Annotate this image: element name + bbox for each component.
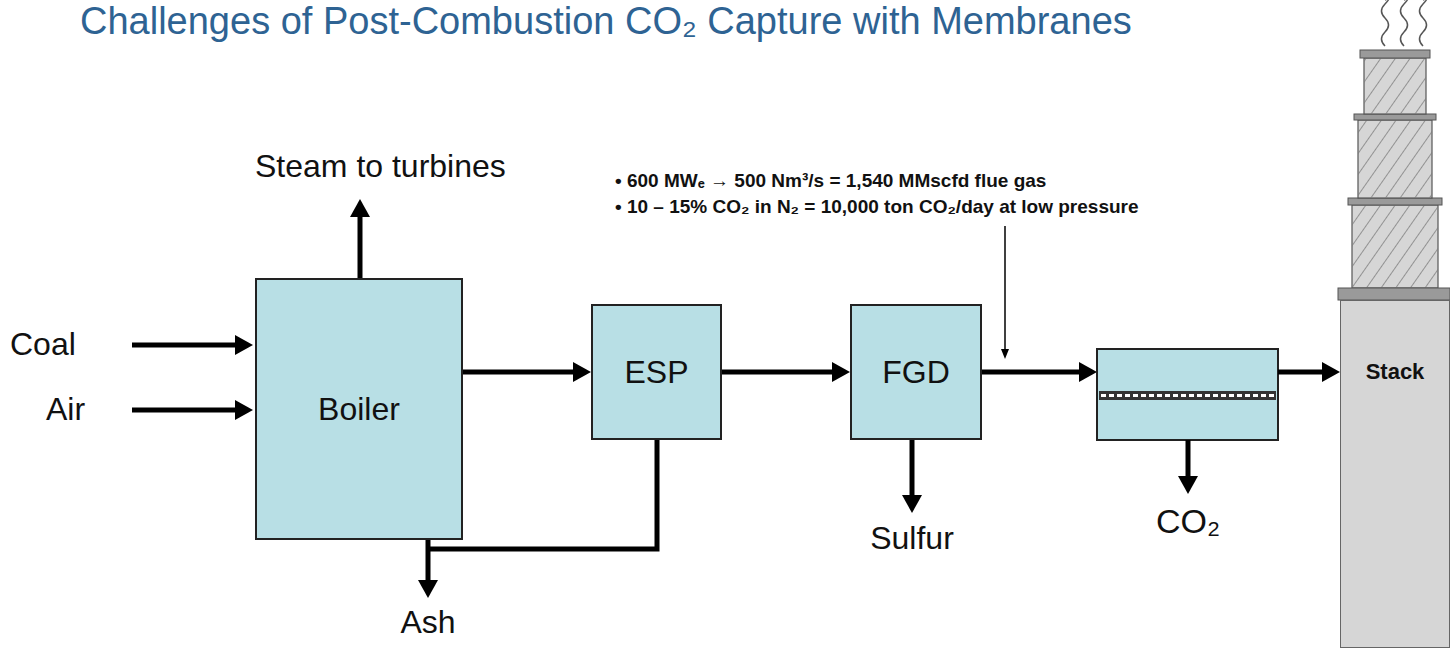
input-label: Air bbox=[46, 391, 85, 428]
ash-arrow bbox=[426, 540, 431, 582]
membrane-sheet bbox=[1099, 391, 1276, 400]
slide-title: Challenges of Post-Combustion CO₂ Captur… bbox=[80, 0, 1132, 44]
coal-arrow bbox=[132, 343, 237, 348]
output-label: Ash bbox=[400, 604, 455, 641]
flow-arrow bbox=[722, 370, 834, 375]
box-label: Boiler bbox=[318, 391, 400, 428]
stack-illustration bbox=[1338, 0, 1450, 300]
flue-gas-arrow bbox=[982, 370, 1081, 375]
note: • 600 MWₑ → 500 Nm³/s = 1,540 MMscfd flu… bbox=[615, 170, 1046, 192]
box-label: ESP bbox=[624, 354, 688, 391]
steam-arrow bbox=[358, 215, 363, 278]
sulfur-arrow bbox=[910, 440, 915, 497]
membrane-unit bbox=[1097, 349, 1278, 440]
output-label: Sulfur bbox=[870, 520, 954, 557]
residue-arrow bbox=[1278, 370, 1324, 375]
output-label: CO₂ bbox=[1156, 502, 1220, 541]
stack-base: Stack bbox=[1340, 300, 1450, 648]
process-box: ESP bbox=[591, 304, 722, 440]
process-box: FGD bbox=[850, 304, 982, 440]
membrane-pores bbox=[1101, 394, 1275, 397]
air-arrow bbox=[132, 408, 237, 413]
input-label: Coal bbox=[10, 326, 76, 363]
note: • 10 – 15% CO₂ in N₂ = 10,000 ton CO₂/da… bbox=[615, 196, 1139, 218]
flow-arrow bbox=[463, 370, 575, 375]
boiler-box: Boiler bbox=[255, 278, 463, 540]
box-label: Stack bbox=[1366, 359, 1425, 385]
output-label: Steam to turbines bbox=[255, 148, 506, 185]
box-label: FGD bbox=[882, 354, 950, 391]
leader-line bbox=[1004, 226, 1006, 350]
permeate-arrow bbox=[1186, 440, 1191, 478]
